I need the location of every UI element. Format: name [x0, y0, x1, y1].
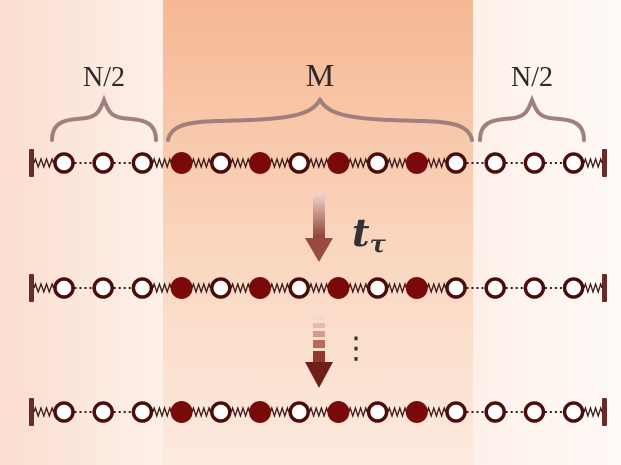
chain-row: [29, 274, 607, 302]
hollow-particle: [484, 277, 506, 299]
spring-bond: [583, 281, 603, 295]
hollow-particle: [366, 152, 389, 174]
spring-bond: [230, 156, 251, 170]
spring-bond: [309, 156, 329, 170]
filled-particle: [405, 401, 428, 423]
middle-count-label: M: [306, 57, 334, 93]
hollow-particle: [484, 152, 506, 174]
spring-bond: [191, 281, 211, 295]
spring-bond: [387, 156, 407, 170]
hollow-particle: [288, 401, 310, 423]
filled-particle: [249, 277, 271, 299]
filled-particle: [170, 152, 193, 174]
time-arrow-shaft: [313, 194, 325, 240]
hollow-particle: [92, 401, 114, 423]
right-wall: [602, 274, 607, 302]
right-wall: [602, 149, 607, 177]
hollow-particle: [92, 277, 114, 299]
spring-bond: [269, 281, 290, 295]
spring-bond: [33, 282, 55, 294]
hollow-particle: [288, 277, 310, 299]
middle-brace: [166, 96, 474, 142]
chains-layer: [29, 149, 607, 426]
ellipsis-vertical: ⋮: [341, 331, 371, 366]
spring-bond: [33, 406, 55, 418]
continuation-arrow: [305, 316, 333, 388]
hollow-particle: [445, 152, 467, 174]
hollow-particle: [366, 401, 389, 423]
hollow-particle: [53, 277, 75, 299]
hollow-particle: [92, 152, 114, 174]
spring-bond: [387, 405, 407, 419]
hollow-particle: [210, 277, 232, 299]
spring-bond: [191, 405, 211, 419]
spring-bond: [269, 156, 290, 170]
left-count-label: N/2: [83, 62, 125, 93]
spring-bond: [152, 281, 172, 295]
spring-bond: [309, 281, 329, 295]
spring-bond: [426, 281, 447, 295]
spring-bond: [583, 156, 603, 170]
spring-bond: [387, 281, 407, 295]
filled-particle: [327, 401, 350, 423]
hollow-particle: [131, 401, 154, 423]
chain-row: [29, 149, 607, 177]
spring-bond: [152, 405, 172, 419]
hollow-particle: [210, 152, 232, 174]
filled-particle: [249, 152, 271, 174]
right-wall: [602, 398, 607, 426]
chain-row: [29, 398, 607, 426]
time-arrow-head: [305, 238, 333, 262]
time-step-symbol: t: [352, 210, 370, 255]
hollow-particle: [523, 401, 546, 423]
hollow-particle: [484, 401, 506, 423]
hollow-particle: [562, 401, 585, 423]
hollow-particle: [288, 152, 310, 174]
spring-bond: [152, 156, 172, 170]
filled-particle: [249, 401, 271, 423]
spring-bond: [33, 157, 55, 169]
left-reservoir-region: [0, 0, 163, 465]
hollow-particle: [366, 277, 389, 299]
left-wall: [29, 149, 34, 177]
hollow-particle: [562, 152, 585, 174]
left-wall: [29, 398, 34, 426]
spring-bond: [426, 156, 447, 170]
filled-particle: [405, 152, 428, 174]
spring-bond: [348, 156, 368, 170]
hollow-particle: [523, 152, 546, 174]
filled-particle: [327, 277, 350, 299]
filled-particle: [170, 401, 193, 423]
time-step-subscript: τ: [370, 229, 387, 258]
spring-bond: [230, 405, 251, 419]
spring-bond: [583, 405, 603, 419]
spring-bond: [230, 281, 251, 295]
spring-bond: [348, 281, 368, 295]
right-brace: [478, 94, 586, 142]
spring-bond: [426, 405, 447, 419]
spring-bond: [269, 405, 290, 419]
hollow-particle: [53, 152, 75, 174]
filled-particle: [170, 277, 193, 299]
hollow-particle: [523, 277, 546, 299]
spring-bond: [309, 405, 329, 419]
left-brace: [50, 94, 158, 142]
spring-bond: [191, 156, 211, 170]
left-wall: [29, 274, 34, 302]
filled-particle: [327, 152, 350, 174]
time-step-label: tτ: [352, 210, 387, 258]
hollow-particle: [131, 277, 154, 299]
hollow-particle: [562, 277, 585, 299]
hollow-particle: [445, 277, 467, 299]
hollow-particle: [445, 401, 467, 423]
right-reservoir-region: [473, 0, 621, 465]
filled-particle: [405, 277, 428, 299]
hollow-particle: [53, 401, 75, 423]
spring-bond: [348, 405, 368, 419]
hollow-particle: [210, 401, 232, 423]
right-count-label: N/2: [511, 62, 553, 93]
hollow-particle: [131, 152, 154, 174]
